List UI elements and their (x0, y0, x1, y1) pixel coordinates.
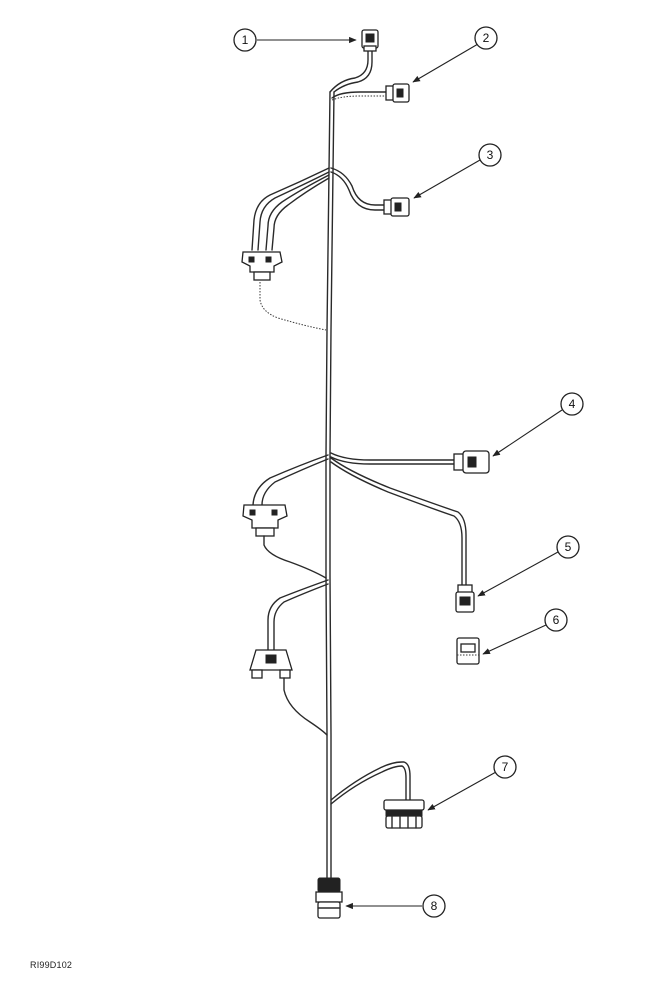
harness-trunk (325, 91, 335, 881)
middle-left-y-connector (242, 504, 327, 579)
branch-upper-left-y-connector (251, 167, 330, 251)
callout-5-number: 5 (565, 540, 572, 554)
callout-3-number: 3 (487, 148, 494, 162)
callout-5: 5 (477, 535, 580, 597)
connector-8 (315, 877, 343, 919)
callout-7: 7 (427, 755, 517, 811)
callout-6-number: 6 (553, 613, 560, 627)
branch-lower-left-connector (267, 579, 329, 651)
figure-id-label: RI99D102 (30, 960, 73, 970)
callout-6: 6 (482, 608, 568, 655)
callout-8-number: 8 (431, 899, 438, 913)
lower-left-connector (249, 649, 328, 736)
branch-connector-5 (330, 457, 467, 586)
connector-1 (361, 29, 379, 52)
branch-connector-1 (329, 49, 373, 93)
branch-connector-3 (330, 167, 386, 211)
callout-3: 3 (413, 143, 502, 199)
connector-5 (455, 584, 475, 613)
connector-2 (385, 83, 410, 103)
branch-middle-left-y-connector (252, 454, 329, 506)
connector-7 (383, 799, 425, 829)
callout-7-number: 7 (502, 760, 509, 774)
callout-8: 8 (345, 894, 446, 918)
branch-connector-4 (330, 452, 456, 465)
connector-6 (456, 637, 480, 665)
connector-3 (383, 197, 410, 217)
callout-1-number: 1 (242, 33, 249, 47)
callout-2-number: 2 (483, 31, 490, 45)
callout-1: 1 (233, 28, 357, 52)
branch-connector-7 (330, 761, 411, 805)
callout-2: 2 (412, 26, 498, 83)
connector-4 (453, 450, 490, 474)
branch-connector-2 (331, 91, 389, 101)
callout-4: 4 (492, 392, 584, 457)
upper-left-y-connector (241, 251, 327, 331)
callout-4-number: 4 (569, 397, 576, 411)
